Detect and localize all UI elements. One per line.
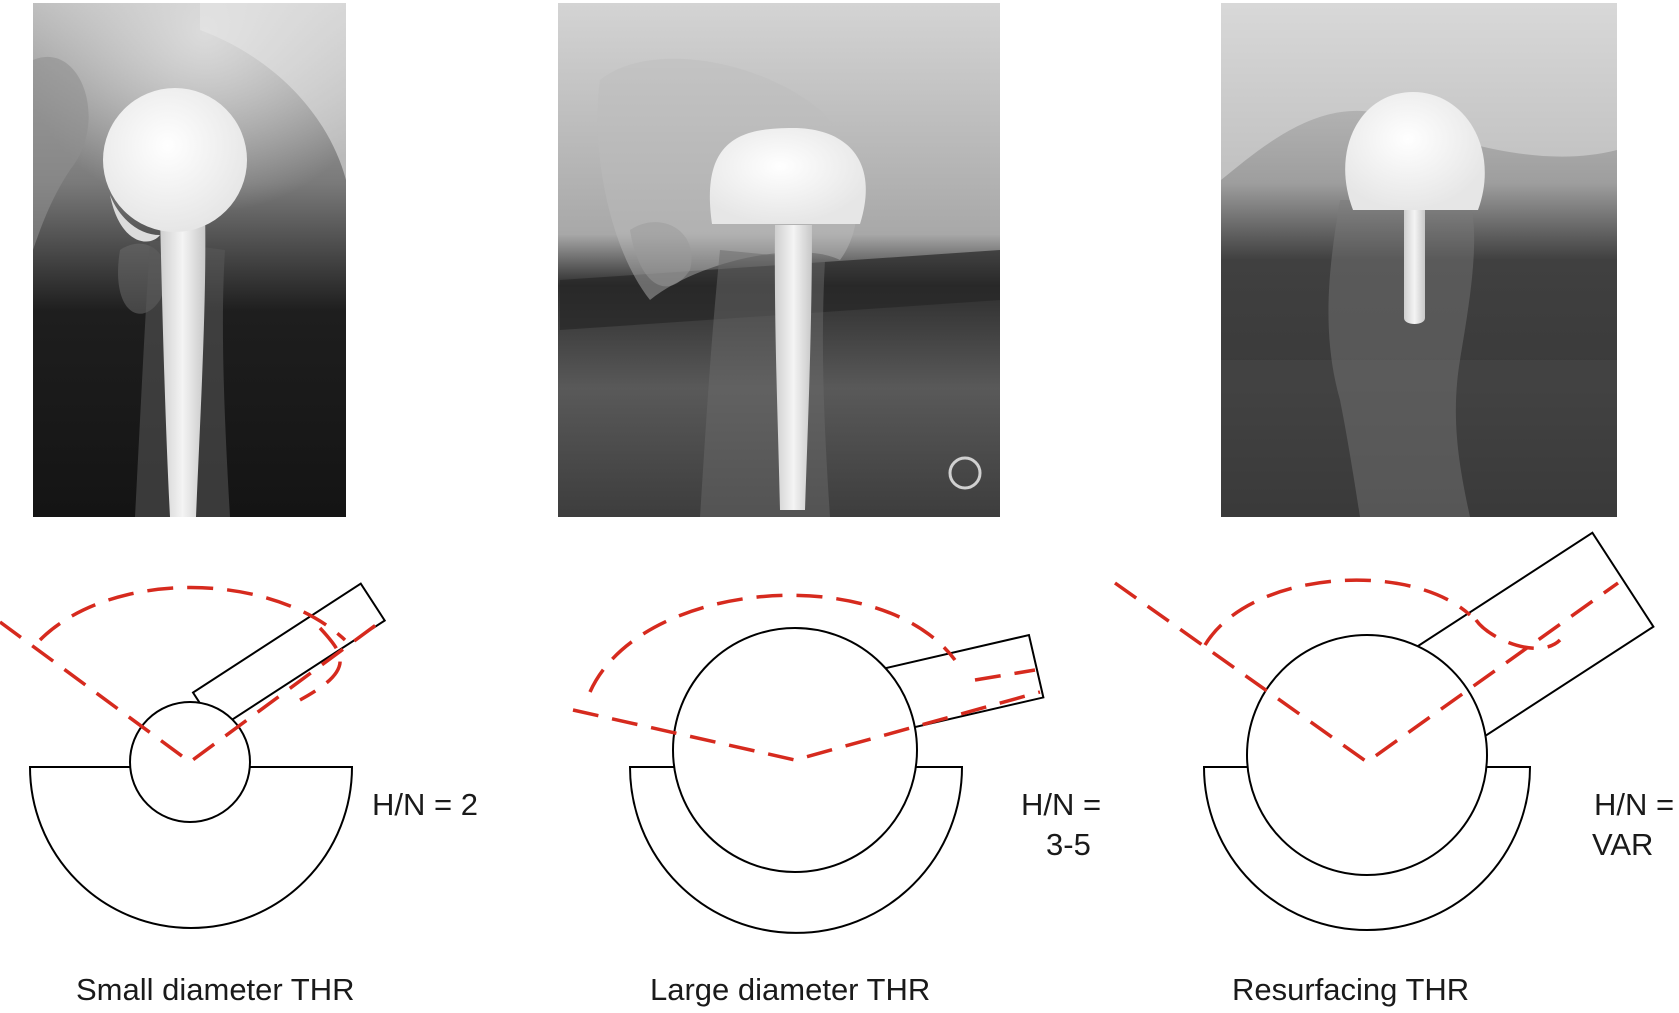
radiograph-resurfacing <box>1221 3 1617 517</box>
caption-resurfacing: Resurfacing THR <box>1232 972 1469 1007</box>
radiograph-large-diameter <box>558 3 1000 517</box>
range-of-motion-arc <box>1113 578 1620 765</box>
diagram-resurfacing <box>1113 531 1655 931</box>
caption-small-diameter: Small diameter THR <box>76 972 355 1007</box>
ratio-label-resurfacing-line1: H/N = <box>1594 787 1674 822</box>
caption-large-diameter: Large diameter THR <box>650 972 930 1007</box>
ratio-label-resurfacing-line2: VAR <box>1592 827 1653 862</box>
range-of-motion-arc <box>0 585 382 765</box>
acetabular-cup <box>28 766 354 929</box>
femoral-head <box>129 701 251 823</box>
diagram-large-diameter <box>572 593 1045 934</box>
femoral-head <box>1246 634 1488 876</box>
ratio-label-large-line1: H/N = <box>1021 787 1101 822</box>
radiograph-small-diameter <box>33 3 346 517</box>
ratio-label-large-line2: 3-5 <box>1046 827 1091 862</box>
diagram-small-diameter <box>0 582 387 929</box>
femoral-head <box>672 627 918 873</box>
ratio-label-small: H/N = 2 <box>372 787 478 822</box>
range-of-motion-arc <box>572 593 1041 762</box>
